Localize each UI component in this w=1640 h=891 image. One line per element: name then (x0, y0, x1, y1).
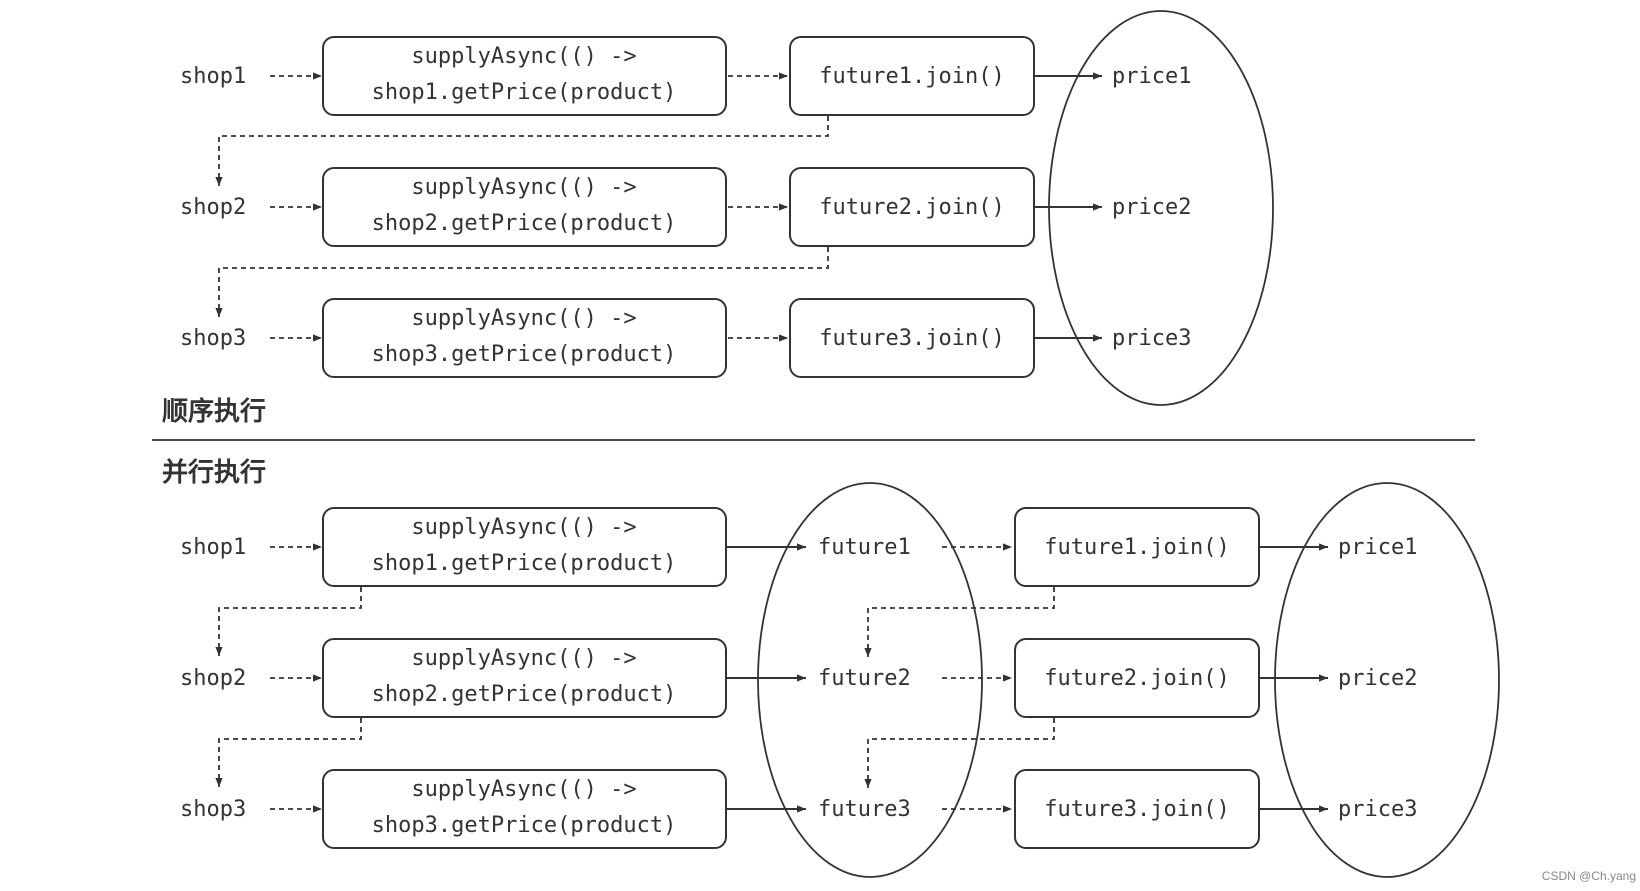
seq-join-box (789, 298, 1035, 378)
seq-call-line2: shop3.getPrice(product) (372, 342, 677, 367)
watermark: CSDN @Ch.yang (1542, 869, 1636, 883)
seq-call-line1: supplyAsync(() -> (411, 44, 636, 69)
par-price-label: price1 (1338, 535, 1417, 560)
seq-price-label: price2 (1112, 195, 1191, 220)
par-price-label: price2 (1338, 666, 1417, 691)
seq-join-label: future1.join() (819, 64, 1004, 89)
seq-shop-label: shop3 (180, 326, 246, 351)
seq-price-label: price3 (1112, 326, 1191, 351)
par-future-label: future3 (818, 797, 911, 822)
sequential-section: shop1 supplyAsync(() -> shop1.getPrice(p… (162, 10, 1274, 427)
par-future-label: future2 (818, 666, 911, 691)
par-price-label: price3 (1338, 797, 1417, 822)
seq-shop-label: shop1 (180, 64, 246, 89)
par-call-line1: supplyAsync(() -> (411, 646, 636, 671)
par-shop-label: shop1 (180, 535, 246, 560)
par-join-label: future3.join() (1044, 797, 1229, 822)
par-price-group-ellipse (1274, 482, 1500, 878)
seq-call-line1: supplyAsync(() -> (411, 175, 636, 200)
par-call-line2: shop1.getPrice(product) (372, 551, 677, 576)
seq-price-group-ellipse (1048, 10, 1274, 406)
par-call-line2: shop3.getPrice(product) (372, 813, 677, 838)
par-supply-async-box (322, 769, 727, 849)
par-join-box (1014, 769, 1260, 849)
seq-shop-label: shop2 (180, 195, 246, 220)
seq-call-line2: shop2.getPrice(product) (372, 211, 677, 236)
par-call-line1: supplyAsync(() -> (411, 515, 636, 540)
seq-supply-async-box (322, 167, 727, 247)
par-supply-async-box (322, 507, 727, 587)
seq-join-label: future2.join() (819, 195, 1004, 220)
seq-link-row1-to-shop2 (215, 116, 829, 186)
parallel-section: 并行执行 shop1 supplyAsync(() -> shop1.getPr… (162, 457, 1500, 878)
seq-join-box (789, 167, 1035, 247)
par-supply-async-box (322, 638, 727, 718)
seq-price-label: price1 (1112, 64, 1191, 89)
seq-call-line2: shop1.getPrice(product) (372, 80, 677, 105)
par-call-line2: shop2.getPrice(product) (372, 682, 677, 707)
par-future-group-ellipse (757, 482, 983, 878)
seq-call-line1: supplyAsync(() -> (411, 306, 636, 331)
par-join-box (1014, 638, 1260, 718)
seq-join-label: future3.join() (819, 326, 1004, 351)
par-join-label: future2.join() (1044, 666, 1229, 691)
par-future-label: future1 (818, 535, 911, 560)
par-section-title: 并行执行 (162, 457, 266, 488)
par-shop-label: shop2 (180, 666, 246, 691)
seq-supply-async-box (322, 298, 727, 378)
par-link-call1-to-shop2 (215, 587, 362, 656)
seq-link-row2-to-shop3 (215, 247, 829, 317)
par-link-join1-to-future2 (864, 587, 1055, 657)
par-join-label: future1.join() (1044, 535, 1229, 560)
par-shop-label: shop3 (180, 797, 246, 822)
seq-supply-async-box (322, 36, 727, 116)
par-call-line1: supplyAsync(() -> (411, 777, 636, 802)
seq-section-title: 顺序执行 (162, 396, 266, 427)
seq-join-box (789, 36, 1035, 116)
par-link-call2-to-shop3 (215, 718, 362, 787)
par-link-join2-to-future3 (864, 718, 1055, 788)
par-join-box (1014, 507, 1260, 587)
